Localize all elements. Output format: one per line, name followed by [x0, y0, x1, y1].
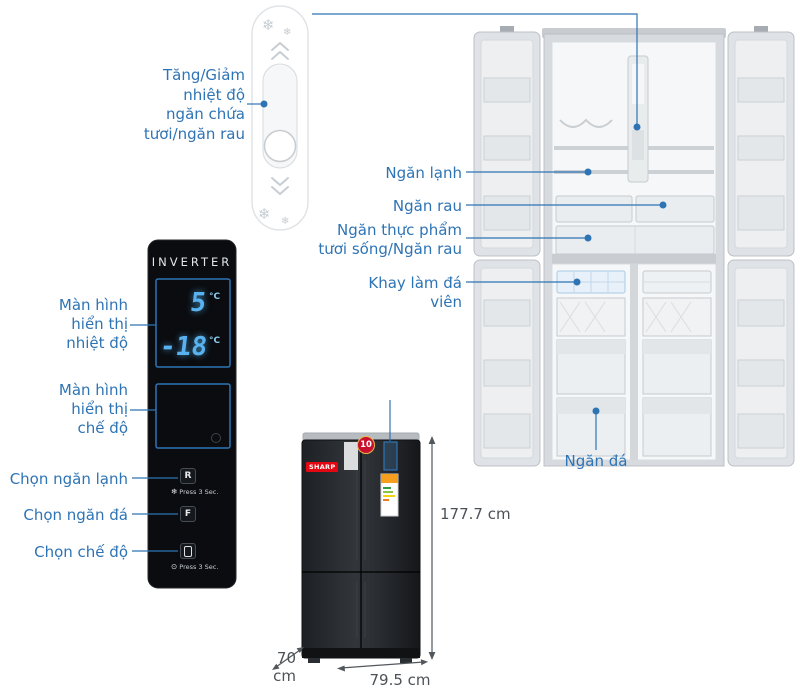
- childlock-icon: ⊙: [171, 562, 178, 571]
- snowflake-icon: ❄: [281, 216, 289, 227]
- fridge-select-label: R: [184, 471, 192, 481]
- freezer-temp-unit: °C: [209, 336, 221, 346]
- fridge-select-button[interactable]: R: [180, 468, 196, 484]
- energy-label: [380, 473, 399, 517]
- panel-brand: INVERTER: [151, 255, 233, 269]
- callout-dot: [584, 168, 592, 176]
- open-fridge-illustration: [473, 26, 795, 467]
- height-dimension: 177.7 cm: [440, 505, 511, 523]
- callout-veg-compartment: Ngăn rau: [392, 197, 462, 215]
- crisper-right: [635, 195, 715, 223]
- callout-dot: [592, 407, 600, 415]
- callout-dot: [573, 278, 581, 286]
- eco-icon: [211, 433, 221, 443]
- chevron-down-icon: [271, 177, 289, 195]
- callout-dot: [659, 201, 667, 209]
- callout-ice-tray: Khay làm đá viên: [368, 274, 462, 311]
- mode-icon: [184, 545, 192, 557]
- snowflake-icon: ❄: [262, 16, 275, 34]
- width-dimension: 79.5 cm: [369, 671, 431, 689]
- callout-cool-compartment: Ngăn lạnh: [385, 164, 462, 182]
- mode-display-outline: [155, 383, 231, 449]
- press-hint-text: Press 3 Sec.: [179, 487, 219, 496]
- snowflake-icon: ❄: [258, 205, 271, 223]
- brand-logo: SHARP: [306, 462, 339, 472]
- callout-select-freezer: Chọn ngăn đá: [23, 506, 128, 524]
- callout-freezer: Ngăn đá: [564, 452, 628, 470]
- callout-dot: [260, 100, 268, 108]
- dial-knob[interactable]: [263, 129, 297, 163]
- warranty-badge: 10: [357, 436, 375, 454]
- mode-press-hint: ⊙ Press 3 Sec.: [171, 562, 218, 571]
- panel-location-highlight: [383, 441, 398, 471]
- snowflake-icon: ❄: [171, 487, 178, 496]
- spec-sticker: [344, 442, 358, 470]
- chevron-up-icon: [271, 42, 289, 60]
- control-panel-illustration: [147, 239, 237, 589]
- callout-line-dial-location: [312, 13, 638, 124]
- callout-dots: [260, 100, 667, 415]
- snowflake-icon: ❄: [283, 27, 291, 38]
- callout-select-cool: Chọn ngăn lạnh: [9, 470, 128, 488]
- dimension-annotations: [272, 436, 436, 672]
- width-arrow: [340, 661, 425, 669]
- callout-fresh-food: Ngăn thực phẩm tươi sống/Ngăn rau: [318, 221, 462, 258]
- callout-select-mode: Chọn chế độ: [34, 543, 128, 561]
- callout-mode-display: Màn hình hiển thị chế độ: [58, 381, 128, 437]
- callout-dot: [584, 234, 592, 242]
- callout-connectors: [130, 13, 660, 552]
- depth-arrow: [275, 649, 301, 668]
- freezer-select-label: F: [184, 509, 192, 519]
- fridge-temp-value: 5: [188, 288, 208, 318]
- temp-dial-illustration: ❄ ❄ ❄ ❄: [251, 5, 309, 231]
- freezer-temp-value: -18: [158, 332, 209, 362]
- depth-dimension: 70 cm: [273, 649, 296, 685]
- fridge-temp-unit: °C: [209, 292, 221, 302]
- freezer-select-button[interactable]: F: [180, 506, 196, 522]
- callout-temp-control: Tăng/Giảm nhiệt độ ngăn chứa tươi/ngăn r…: [143, 66, 245, 143]
- callout-dot: [633, 123, 641, 131]
- press-hint-text: Press 3 Sec.: [179, 562, 219, 571]
- wine-rack: [559, 118, 613, 128]
- mode-select-button[interactable]: [180, 543, 196, 559]
- fridge-press-hint: ❄ Press 3 Sec.: [171, 487, 218, 496]
- callout-temp-display: Màn hình hiển thị nhiệt độ: [58, 296, 128, 352]
- crisper-left: [555, 195, 633, 223]
- temp-display-outline: [155, 278, 231, 368]
